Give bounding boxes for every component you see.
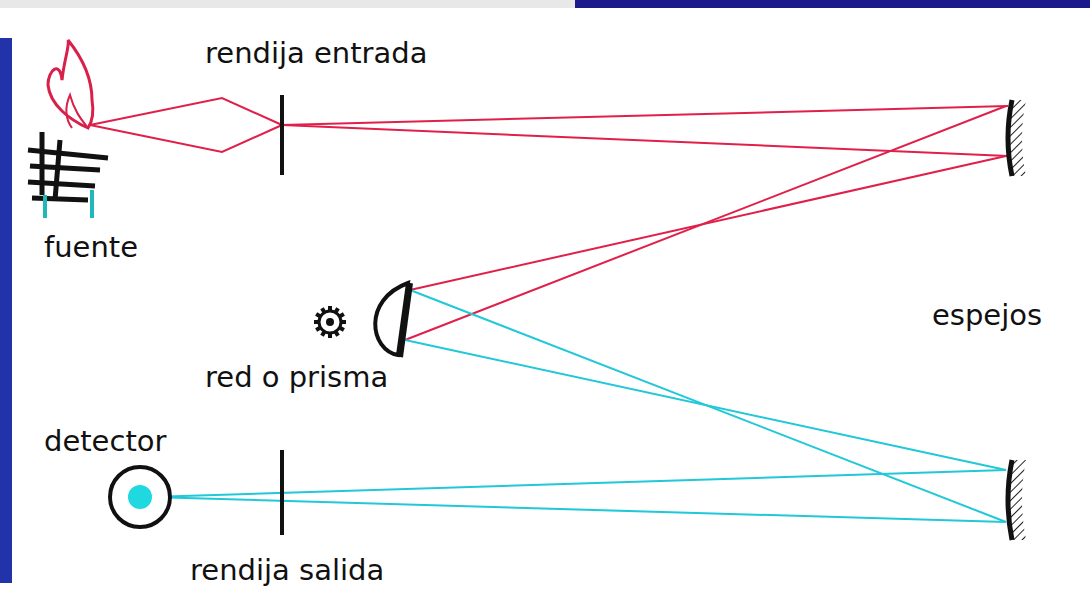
exit-slit (280, 450, 284, 535)
dispersed-rays (150, 290, 1006, 522)
part-label: fuente (44, 232, 138, 264)
burner-coil (28, 132, 108, 200)
mirror (1008, 100, 1026, 176)
part-label: detector (44, 426, 166, 458)
part-label: rendija entrada (205, 38, 427, 70)
gear-tooth (336, 308, 339, 312)
gear-tooth (341, 320, 346, 324)
flame-inner (66, 95, 88, 128)
gear-tooth (314, 320, 319, 324)
part-label: espejos (932, 300, 1042, 332)
frame-strip (0, 38, 12, 583)
entrance-slit (280, 95, 284, 175)
mirror (1008, 460, 1026, 540)
grating (375, 283, 410, 357)
gear-tooth (316, 328, 320, 331)
gear-tooth (328, 306, 332, 311)
gear (314, 306, 346, 338)
gear-tooth (322, 308, 325, 312)
incident-rays (90, 98, 1008, 340)
gear-tooth (340, 328, 344, 331)
gear-tooth (316, 314, 320, 317)
burner-legs (45, 190, 92, 218)
frame-bar (0, 0, 575, 8)
frame-bar (575, 0, 1090, 8)
part-label: rendija salida (190, 555, 384, 587)
gear-tooth (336, 332, 339, 336)
part-label: red o prisma (205, 362, 388, 394)
flame (48, 40, 93, 128)
gear-tooth (322, 332, 325, 336)
gear-tooth (328, 333, 332, 338)
gear-tooth (340, 314, 344, 317)
detector (110, 467, 170, 527)
